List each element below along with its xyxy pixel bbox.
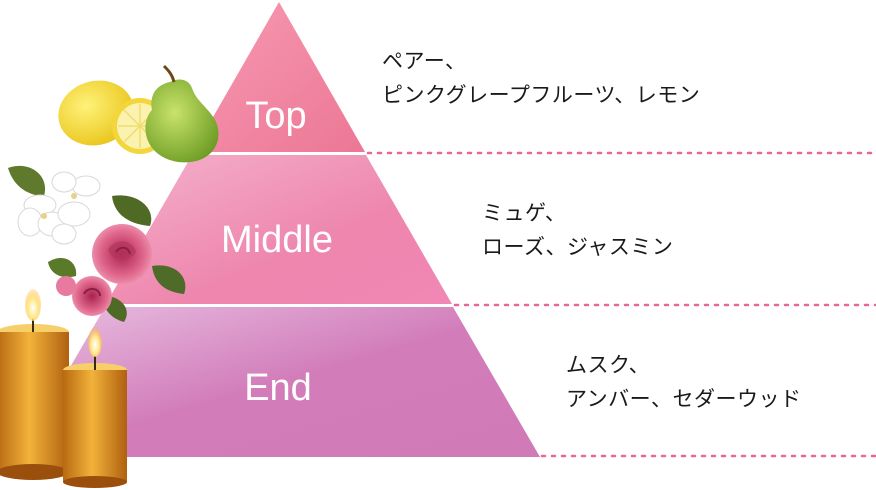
rose-icon — [92, 224, 152, 284]
rose-icon — [72, 276, 112, 316]
pear-icon — [145, 66, 218, 162]
lemon-and-pear-illustration — [51, 66, 218, 162]
leaf-icon — [48, 258, 76, 277]
end-notes-line1: ムスク、 — [566, 348, 801, 382]
flame-icon — [88, 327, 102, 357]
middle-notes-line2: ローズ、ジャスミン — [482, 230, 673, 264]
leaf-icon — [112, 195, 151, 226]
top-notes-line1: ペアー、 — [382, 44, 700, 78]
tier-label-middle: Middle — [221, 219, 333, 261]
candle-icon — [0, 289, 69, 480]
tier-label-top: Top — [245, 95, 306, 137]
end-notes-text: ムスク、 アンバー、セダーウッド — [566, 348, 801, 416]
top-notes-line2: ピンクグレープフルーツ、レモン — [382, 78, 700, 112]
flame-icon — [25, 289, 41, 321]
middle-notes-text: ミュゲ、 ローズ、ジャスミン — [482, 196, 673, 264]
leaf-icon — [8, 166, 45, 196]
end-notes-line2: アンバー、セダーウッド — [566, 382, 801, 416]
rose-bud-icon — [56, 276, 76, 296]
top-notes-text: ペアー、 ピンクグレープフルーツ、レモン — [382, 44, 700, 112]
tier-label-end: End — [244, 367, 312, 409]
middle-notes-line1: ミュゲ、 — [482, 196, 673, 230]
